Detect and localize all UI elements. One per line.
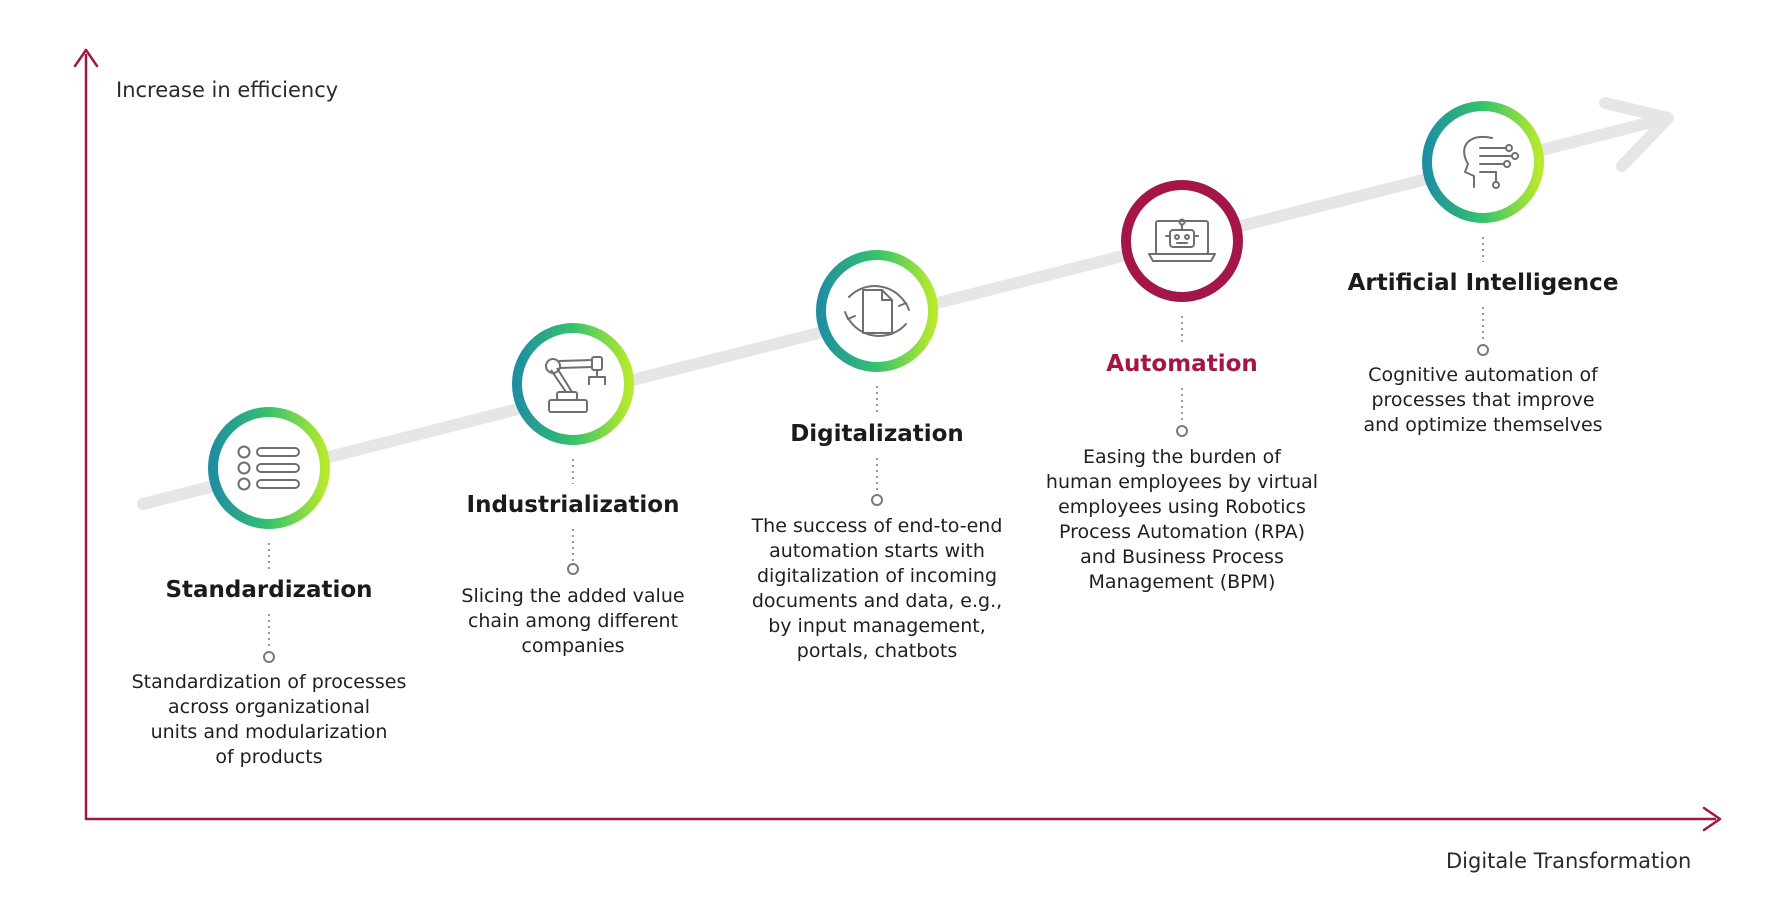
y-axis [73, 48, 99, 820]
desc-line: processes that improve [1371, 389, 1595, 411]
desc-line: employees using Robotics [1058, 496, 1306, 518]
stage-title: Industrialization [466, 492, 680, 518]
desc-line: portals, chatbots [796, 640, 958, 662]
stage-automation-node [1121, 180, 1243, 437]
y-axis-label: Increase in efficiency [116, 78, 339, 102]
desc-line: chain among different [467, 610, 679, 632]
stage-digitalization-node [816, 250, 938, 506]
desc-line: of products [215, 746, 323, 768]
x-axis-label: Digitale Transformation [1446, 849, 1692, 873]
desc-line: Standardization of processes [131, 671, 407, 693]
desc-line: human employees by virtual [1045, 471, 1319, 493]
desc-line: and Business Process [1080, 546, 1284, 568]
desc-line: across organizational [167, 696, 370, 718]
stage-ai-desc: Cognitive automation of processes that i… [1343, 363, 1623, 438]
stage-digitalization-desc: The success of end-to-end automation sta… [727, 514, 1027, 664]
stage-standardization-node [208, 407, 330, 663]
desc-line: Cognitive automation of [1368, 364, 1598, 386]
stage-digitalization-title-wrap: Digitalization [790, 421, 964, 447]
desc-line: digitalization of incoming [756, 565, 997, 587]
robot-arm-icon [545, 356, 606, 413]
stage-industrialization-desc: Slicing the added value chain among diff… [433, 584, 713, 659]
x-axis [85, 806, 1722, 832]
stage-title: Standardization [165, 577, 373, 603]
desc-line: automation starts with [769, 540, 985, 562]
stage-title: Digitalization [790, 421, 964, 447]
desc-line: The success of end-to-end [751, 515, 1003, 537]
stage-ai-node [1422, 101, 1544, 356]
desc-line: Slicing the added value [461, 585, 685, 607]
stage-standardization-desc: Standardization of processes across orga… [119, 670, 419, 770]
desc-line: Process Automation (RPA) [1058, 521, 1306, 543]
stage-standardization-title-wrap: Standardization [165, 577, 372, 603]
desc-line: Management (BPM) [1088, 571, 1276, 593]
stage-automation-title-wrap: Automation [1106, 351, 1258, 377]
desc-line: by input management, [768, 615, 986, 637]
list-icon [237, 445, 300, 491]
laptop-robot-icon [1148, 218, 1216, 262]
desc-line: companies [521, 635, 625, 657]
desc-line: and optimize themselves [1363, 414, 1603, 436]
stage-industrialization-title-wrap: Industrialization [467, 492, 680, 518]
ai-head-icon [1463, 135, 1519, 189]
desc-line: Easing the burden of [1083, 446, 1281, 468]
document-cycle-icon [844, 285, 910, 337]
stage-title: Artificial Intelligence [1347, 270, 1619, 296]
stage-title: Automation [1106, 351, 1258, 377]
stage-industrialization-node [512, 323, 634, 575]
desc-line: units and modularization [150, 721, 388, 743]
stage-ai-title-wrap: Artificial Intelligence [1348, 270, 1619, 296]
stage-automation-desc: Easing the burden of human employees by … [1032, 445, 1332, 595]
desc-line: documents and data, e.g., [751, 590, 1003, 612]
